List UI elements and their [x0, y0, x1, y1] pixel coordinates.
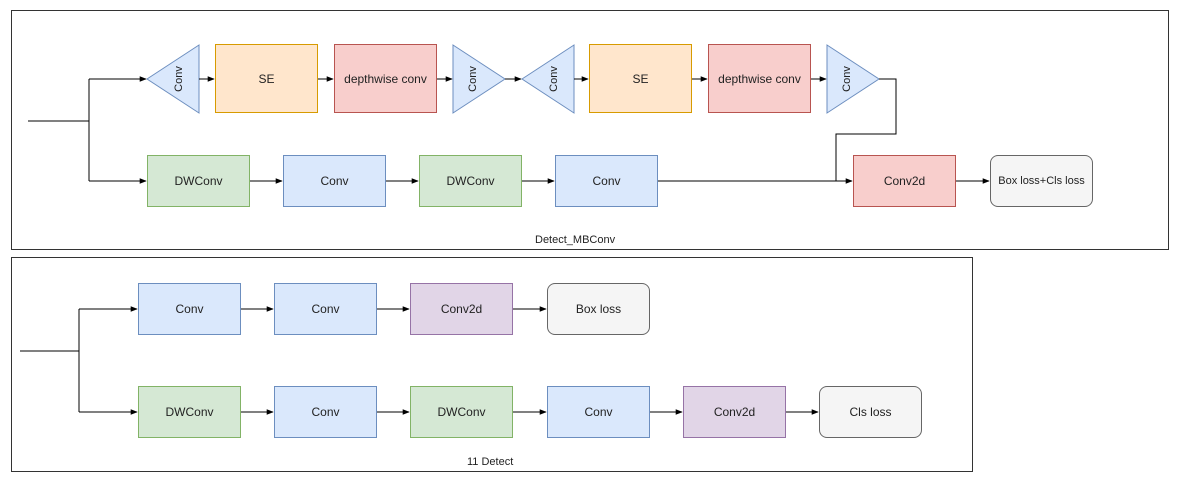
conv-triangle-4-label: Conv — [841, 66, 853, 92]
cls-conv-block-1: Conv — [274, 386, 377, 438]
cls-conv-block-2: Conv — [547, 386, 650, 438]
cls-dwconv-block-2: DWConv — [410, 386, 513, 438]
conv2d-block: Conv2d — [853, 155, 956, 207]
depthwise-conv-block-1: depthwise conv — [334, 44, 437, 113]
box-conv2d-block: Conv2d — [410, 283, 513, 335]
box-conv-block-1: Conv — [138, 283, 241, 335]
dwconv-block-1: DWConv — [147, 155, 250, 207]
dwconv-block-2: DWConv — [419, 155, 522, 207]
box-cls-loss-node: Box loss+Cls loss — [990, 155, 1093, 207]
detect-11-panel — [11, 257, 973, 472]
conv-triangle-1: Conv — [146, 44, 200, 114]
cls-loss-node: Cls loss — [819, 386, 922, 438]
detect-11-caption: 11 Detect — [467, 456, 514, 468]
conv-triangle-4: Conv — [826, 44, 880, 114]
se-block-2: SE — [589, 44, 692, 113]
cls-conv2d-block: Conv2d — [683, 386, 786, 438]
box-conv-block-2: Conv — [274, 283, 377, 335]
depthwise-conv-block-2: depthwise conv — [708, 44, 811, 113]
cls-dwconv-block-1: DWConv — [138, 386, 241, 438]
upper-branch-merge — [835, 78, 897, 181]
detect-mbconv-caption: Detect_MBConv — [535, 234, 616, 246]
conv-block-2: Conv — [555, 155, 658, 207]
conv-triangle-1-label: Conv — [173, 66, 185, 92]
conv-triangle-2-label: Conv — [467, 66, 479, 92]
se-block-1: SE — [215, 44, 318, 113]
box-loss-node: Box loss — [547, 283, 650, 335]
conv-triangle-3-label: Conv — [548, 66, 560, 92]
conv-block-1: Conv — [283, 155, 386, 207]
conv-triangle-2: Conv — [452, 44, 506, 114]
detect-mbconv-panel — [11, 10, 1169, 250]
